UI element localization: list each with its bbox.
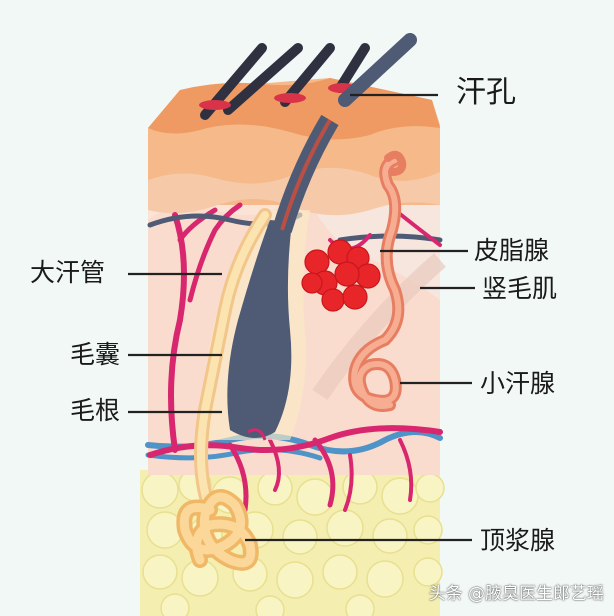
apocrine-duct [194,208,272,517]
label-arrector-pili: 竖毛肌 [482,274,558,303]
label-pore: 汗孔 [456,75,516,110]
label-eccrine-gland: 小汗腺 [480,369,556,398]
leader-lines [128,93,475,542]
fat-layer [140,468,445,616]
epidermis-layer [148,78,440,216]
sebaceous-gland [301,239,381,312]
label-hair-root: 毛根 [70,396,121,425]
surface-hairs [200,43,370,120]
watermark: 头条 @腋臭医生郎艺瑶 [428,584,604,604]
label-sweat-duct: 大汗管 [30,258,106,287]
hair-follicle [203,33,417,441]
label-hair-follicle: 毛囊 [70,340,121,369]
label-apocrine-gland: 顶浆腺 [480,526,556,555]
label-sebaceous-gland: 皮脂腺 [474,236,550,265]
apocrine-gland [176,489,259,571]
eccrine-gland [348,150,407,412]
